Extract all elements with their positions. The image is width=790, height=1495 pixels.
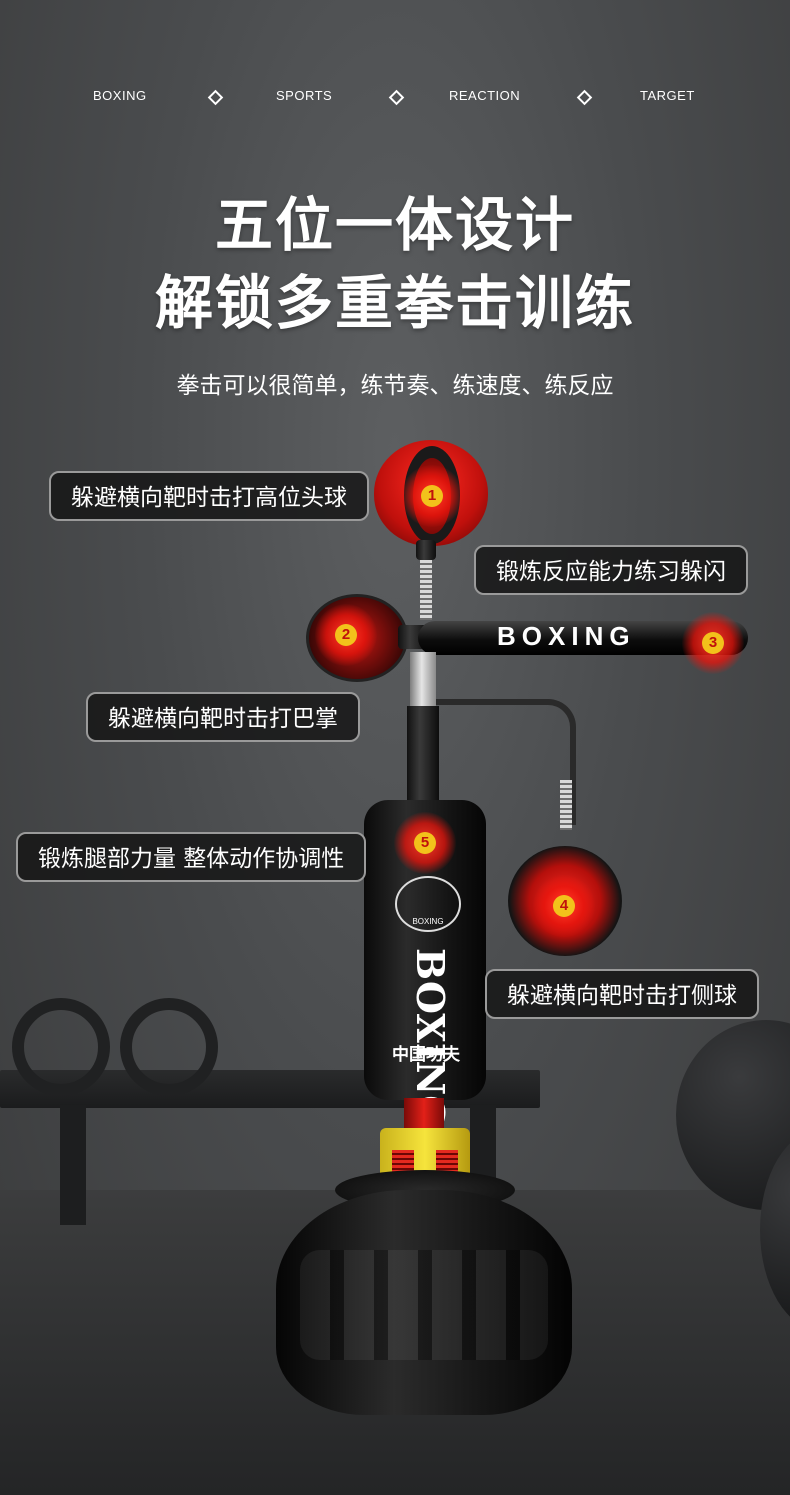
side-ball-arm xyxy=(436,699,576,825)
target-number-2: 2 xyxy=(335,624,357,646)
callout-target-5: 锻炼腿部力量 整体动作协调性 xyxy=(16,832,367,882)
callout-target-3: 锻炼反应能力练习躲闪 xyxy=(474,545,748,595)
target-number-3: 3 xyxy=(702,632,724,654)
tag-reaction: REACTION xyxy=(449,88,521,103)
kettlebell-handle-background xyxy=(12,998,110,1096)
diamond-icon xyxy=(576,89,593,106)
headline-line-1: 五位一体设计 xyxy=(214,191,575,259)
bar-brand-text: BOXING xyxy=(497,621,636,651)
feature-tag-strip: BOXING SPORTS REACTION TARGET xyxy=(0,88,790,108)
red-coil-spring xyxy=(436,1150,458,1176)
tag-sports: SPORTS xyxy=(276,88,333,103)
tag-target: TARGET xyxy=(640,88,695,103)
diamond-icon xyxy=(207,89,224,106)
kettlebell-handle-background xyxy=(120,998,218,1096)
weighted-base xyxy=(276,1190,572,1415)
tag-boxing: BOXING xyxy=(93,88,147,103)
target-number-5: 5 xyxy=(414,832,436,854)
base-texture xyxy=(300,1250,548,1360)
target-number-4: 4 xyxy=(553,895,575,917)
bench-leg xyxy=(60,1105,86,1225)
bag-chinese-text: 中国功夫 xyxy=(392,1045,460,1065)
diamond-icon xyxy=(388,89,405,106)
red-shaft xyxy=(404,1098,444,1132)
bag-vertical-text: BOXING xyxy=(408,948,453,1128)
headline-line-2: 解锁多重拳击训练 xyxy=(154,269,635,337)
target-number-1: 1 xyxy=(421,485,443,507)
head-ball-spring xyxy=(420,560,432,620)
ball-mount xyxy=(416,540,436,560)
subtitle: 拳击可以很简单，练节奏、练速度、练反应 xyxy=(176,373,614,399)
callout-target-2: 躲避横向靶时击打巴掌 xyxy=(86,692,360,742)
callout-target-4: 躲避横向靶时击打侧球 xyxy=(485,969,759,1019)
bag-logo: BOXING xyxy=(395,876,461,932)
red-coil-spring xyxy=(392,1150,414,1176)
side-ball-spring xyxy=(560,780,572,830)
callout-target-1: 躲避横向靶时击打高位头球 xyxy=(49,471,369,521)
silver-pole-section xyxy=(410,652,436,710)
main-pole xyxy=(407,706,439,806)
